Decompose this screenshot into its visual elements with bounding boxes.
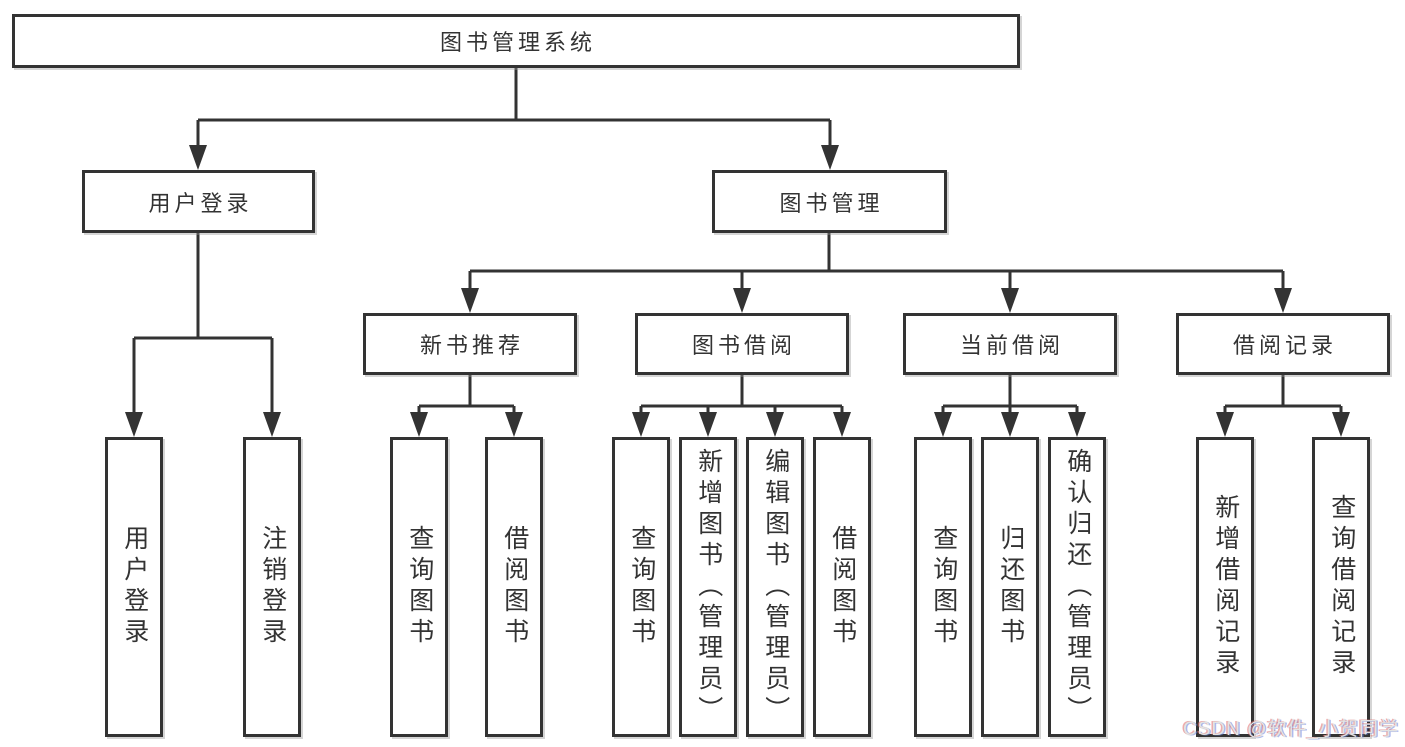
leaf-label: 查询图书 (929, 525, 958, 649)
leaf-confirm-return-admin: 确认归还（管理员） (1048, 437, 1106, 737)
leaf-logout: 注销登录 (243, 437, 301, 737)
node-label: 图书管理 (779, 190, 884, 216)
leaf-borrow-books: 借阅图书 (813, 437, 871, 737)
connector-user-login-to-leaves (125, 233, 281, 437)
leaf-label: 编辑图书（管理员） (761, 447, 790, 727)
node-book-management: 图书管理 (712, 170, 947, 233)
leaf-label: 查询图书 (627, 525, 656, 649)
leaf-label: 新增图书（管理员） (694, 447, 723, 727)
node-label: 新书推荐 (419, 333, 524, 358)
node-label: 借阅记录 (1232, 333, 1337, 358)
node-label: 图书借阅 (691, 333, 796, 358)
connector-book-borrowing-to-leaves (632, 375, 851, 437)
node-library-management-system: 图书管理系统 (12, 14, 1020, 68)
leaf-query-books: 查询图书 (612, 437, 670, 737)
leaf-return-books: 归还图书 (981, 437, 1039, 737)
leaf-edit-books-admin: 编辑图书（管理员） (746, 437, 804, 737)
leaf-borrow-books: 借阅图书 (485, 437, 543, 737)
node-book-borrowing: 图书借阅 (635, 313, 849, 375)
leaf-label: 注销登录 (258, 525, 287, 649)
node-current-borrowing: 当前借阅 (903, 313, 1117, 375)
leaf-label: 用户登录 (120, 525, 149, 649)
leaf-query-books: 查询图书 (914, 437, 972, 737)
node-label: 当前借阅 (959, 333, 1064, 358)
connector-book-management-to-level3 (461, 233, 1292, 313)
node-user-login: 用户登录 (82, 170, 315, 233)
leaf-label: 借阅图书 (500, 525, 529, 649)
leaf-label: 查询图书 (405, 525, 434, 649)
leaf-label: 归还图书 (996, 525, 1025, 649)
leaf-label: 借阅图书 (828, 525, 857, 649)
leaf-query-borrow-record: 查询借阅记录 (1312, 437, 1370, 737)
leaf-add-books-admin: 新增图书（管理员） (679, 437, 737, 737)
leaf-add-borrow-record: 新增借阅记录 (1196, 437, 1254, 737)
node-new-book-recommendation: 新书推荐 (363, 313, 577, 375)
leaf-label: 查询借阅记录 (1327, 494, 1356, 680)
connector-root-to-level2 (189, 68, 839, 170)
leaf-label: 确认归还（管理员） (1063, 447, 1092, 727)
leaf-label: 新增借阅记录 (1211, 494, 1240, 680)
connector-current-borrowing-to-leaves (934, 375, 1086, 437)
node-borrowing-records: 借阅记录 (1176, 313, 1390, 375)
connector-borrowing-records-to-leaves (1216, 375, 1350, 437)
leaf-query-books: 查询图书 (390, 437, 448, 737)
csdn-watermark: CSDN @软件_小贺同学 (1183, 719, 1399, 740)
connector-new-book-recommendation-to-leaves (410, 375, 523, 437)
node-label: 用户登录 (148, 190, 253, 216)
leaf-user-login: 用户登录 (105, 437, 163, 737)
node-label: 图书管理系统 (439, 30, 596, 55)
